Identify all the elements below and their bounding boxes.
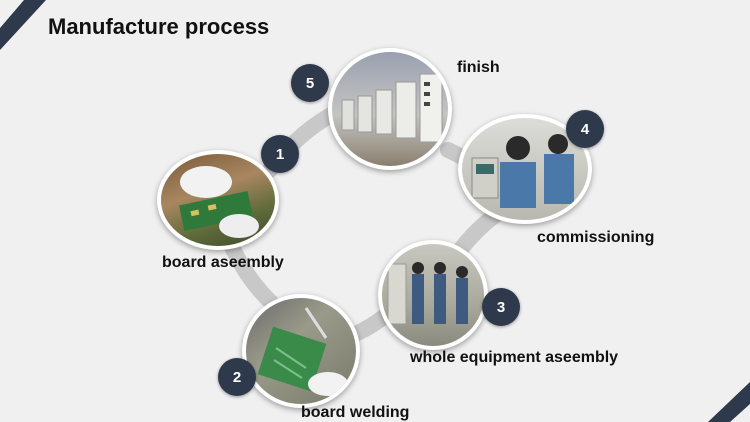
- hands-circuit-board-photo: [161, 154, 275, 246]
- soldering-board-photo: [246, 298, 356, 404]
- workers-assembly-line-photo: [382, 244, 484, 346]
- step-1-label: board aseembly: [162, 254, 284, 271]
- step-3-circle: [378, 240, 488, 350]
- step-4-badge: 4: [566, 110, 604, 148]
- step-4-circle: [458, 114, 592, 224]
- step-1-badge: 1: [261, 135, 299, 173]
- step-5-badge: 5: [291, 64, 329, 102]
- finished-cabinets-photo: [332, 52, 448, 166]
- step-2-badge: 2: [218, 358, 256, 396]
- page-title: Manufacture process: [48, 14, 270, 39]
- top-left-corner-stripe: [0, 0, 46, 50]
- step-5-label: finish: [457, 59, 500, 76]
- step-3-label: whole equipment aseembly: [410, 349, 619, 366]
- step-4-label: commissioning: [537, 229, 655, 246]
- step-2-circle: [242, 294, 360, 408]
- step-3-badge: 3: [482, 288, 520, 326]
- bottom-right-corner-stripe: [708, 382, 750, 422]
- step-1-circle: [157, 150, 279, 250]
- step-5-circle: [328, 48, 452, 170]
- step-2-label: board welding: [301, 404, 410, 421]
